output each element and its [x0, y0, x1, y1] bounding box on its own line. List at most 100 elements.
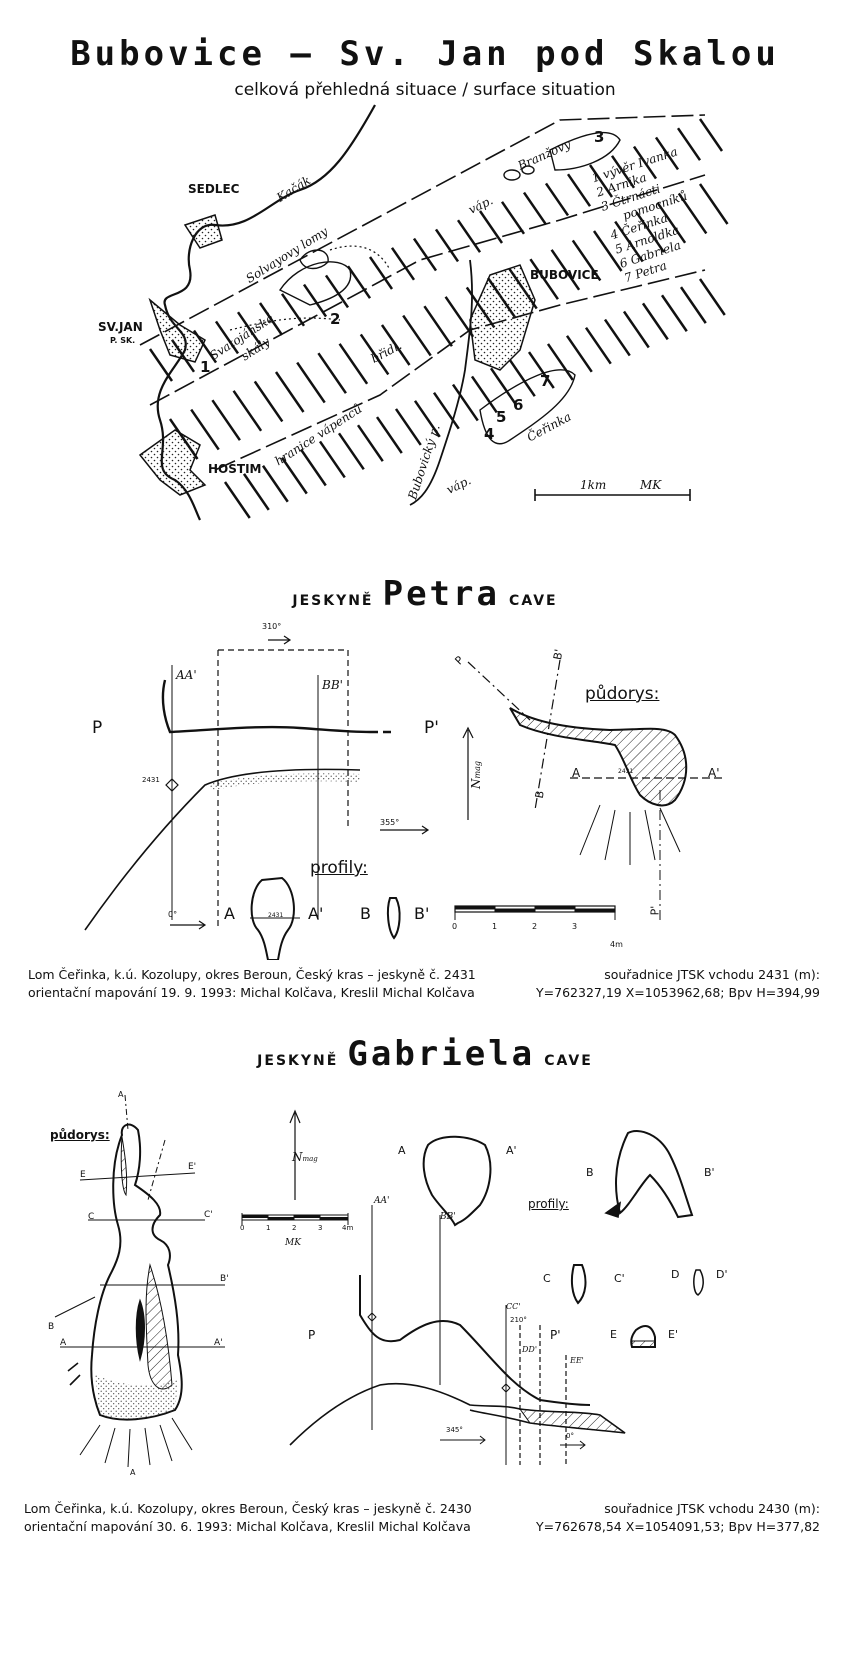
petra-plan-a2: A' [708, 766, 720, 780]
hatch-stroke [660, 294, 688, 332]
hatch-stroke [451, 383, 479, 422]
gabriela-profile-c: C [543, 1272, 551, 1285]
petra-profiles-label: profily: [310, 858, 368, 878]
gabriela-location: Lom Čeřinka, k.ú. Kozolupy, okres Beroun… [24, 1501, 472, 1516]
gabriela-plan-top: A [118, 1090, 124, 1099]
quarries [278, 132, 621, 445]
petra-plan-b2: B' [550, 648, 566, 661]
petra-plan-a: A [572, 766, 581, 780]
scale-label: 1km [580, 478, 607, 492]
petra-profile-b2: B' [414, 904, 430, 923]
marker-2: 2 [330, 310, 341, 328]
gabriela-profiles [422, 1130, 704, 1348]
svjan-village [148, 297, 206, 363]
gabriela-north-scale [241, 1109, 349, 1225]
gabriela-survey: orientační mapování 30. 6. 1993: Michal … [24, 1519, 471, 1534]
gabriela-scale-3: 3 [318, 1224, 323, 1232]
hatch-stroke [500, 201, 526, 235]
gabriela-scale-1: 1 [266, 1224, 271, 1232]
hatch-stroke [698, 278, 726, 316]
hatch-stroke [253, 380, 284, 423]
gabriela-plan [54, 1094, 225, 1468]
overview-map [138, 104, 729, 521]
hatch-stroke [603, 318, 631, 357]
hatch-stroke [242, 473, 270, 511]
gabriela-plan-a2: A' [214, 1338, 223, 1348]
hatch-stroke [274, 371, 305, 413]
gabriela-profile-d2: D' [716, 1268, 728, 1281]
gabriela-scale-4: 4m [342, 1224, 354, 1232]
hatch-stroke [380, 324, 411, 366]
gabriela-plan-c: C [88, 1212, 95, 1222]
band-boundary-top [139, 114, 706, 346]
hatch-stroke [544, 182, 570, 217]
petra-scale-3: 3 [572, 922, 578, 931]
petra-profile-a: A [224, 904, 235, 923]
gabriela-footer-left: Lom Čeřinka, k.ú. Kozolupy, okres Beroun… [24, 1500, 472, 1536]
hatch-stroke [214, 320, 240, 355]
petra-plan-label: půdorys: [585, 684, 660, 704]
scale-bar [534, 489, 691, 501]
gabriela-head-post: CAVE [544, 1053, 593, 1069]
marker-5: 5 [496, 408, 507, 426]
hatch-stroke [299, 448, 327, 487]
hatch-stroke [359, 333, 390, 376]
gabriela-head-name: Gabriela [347, 1034, 536, 1074]
gabriela-plan-b2: B' [220, 1274, 229, 1284]
petra-heading: JESKYNĚ Petra CAVE [0, 574, 850, 614]
petra-scale-2: 2 [532, 922, 538, 931]
gabriela-label-p: P [308, 1328, 316, 1342]
marker-1: 1 [200, 358, 211, 376]
petra-drawing [84, 635, 725, 960]
petra-plan-station: 2431 [618, 768, 634, 775]
place-svjan: SV.JAN [98, 320, 143, 334]
gabriela-coords: Y=762678,54 X=1054091,53; Bpv H=377,82 [536, 1519, 820, 1534]
gabriela-profile-b2: B' [704, 1166, 715, 1179]
gabriela-label-dd: DD' [522, 1345, 538, 1354]
hatch-stroke [338, 343, 369, 385]
hatch-stroke [566, 173, 592, 207]
hatch-stroke [588, 164, 614, 198]
hatch-stroke [223, 481, 251, 519]
gabriela-scale-2: 2 [292, 1224, 297, 1232]
petra-plan [462, 659, 725, 920]
sedlec-village [183, 214, 223, 249]
gabriela-plan-label: půdorys: [50, 1128, 110, 1142]
hatch-stroke [478, 210, 504, 244]
hatch-stroke [434, 228, 460, 263]
petra-label-p: P [92, 718, 103, 738]
petra-north: Nmag [469, 761, 483, 789]
hatch-stroke [423, 305, 453, 347]
gabriela-long-section [289, 1205, 626, 1465]
hatch-stroke [546, 343, 574, 381]
limestone-hatching [148, 118, 729, 519]
gabriela-profile-b: B [586, 1166, 594, 1179]
gabriela-drawing [54, 1094, 704, 1468]
hatch-stroke [584, 327, 612, 365]
petra-location: Lom Čeřinka, k.ú. Kozolupy, okres Beroun… [28, 967, 476, 982]
gabriela-profiles-label: profily: [528, 1197, 569, 1211]
hatch-stroke [190, 408, 220, 451]
petra-head-post: CAVE [509, 593, 558, 609]
gabriela-label-p2: P' [550, 1328, 561, 1342]
hatch-stroke [550, 249, 581, 291]
hatch-stroke [470, 375, 498, 414]
petra-footer-left: Lom Čeřinka, k.ú. Kozolupy, okres Beroun… [28, 966, 476, 1002]
hatch-stroke [302, 283, 328, 318]
gabriela-north: Nmag [292, 1150, 318, 1164]
hatch-stroke [571, 239, 602, 282]
hatch-stroke [232, 390, 263, 432]
hatch-stroke [211, 399, 241, 441]
hatch-stroke [632, 145, 658, 180]
gabriela-profile-a: A [398, 1144, 406, 1157]
hatch-stroke [337, 432, 365, 470]
marker-6: 6 [513, 396, 524, 414]
hatch-stroke [356, 424, 384, 462]
hatch-stroke [318, 440, 346, 479]
page-title: Bubovice — Sv. Jan pod Skalou [70, 34, 780, 74]
gabriela-coords-title: souřadnice JTSK vchodu 2430 (m): [604, 1501, 820, 1516]
band-boundary-mid [149, 174, 706, 406]
hatch-stroke [236, 311, 262, 345]
hatch-stroke [390, 247, 416, 281]
hatch-stroke [522, 191, 548, 226]
